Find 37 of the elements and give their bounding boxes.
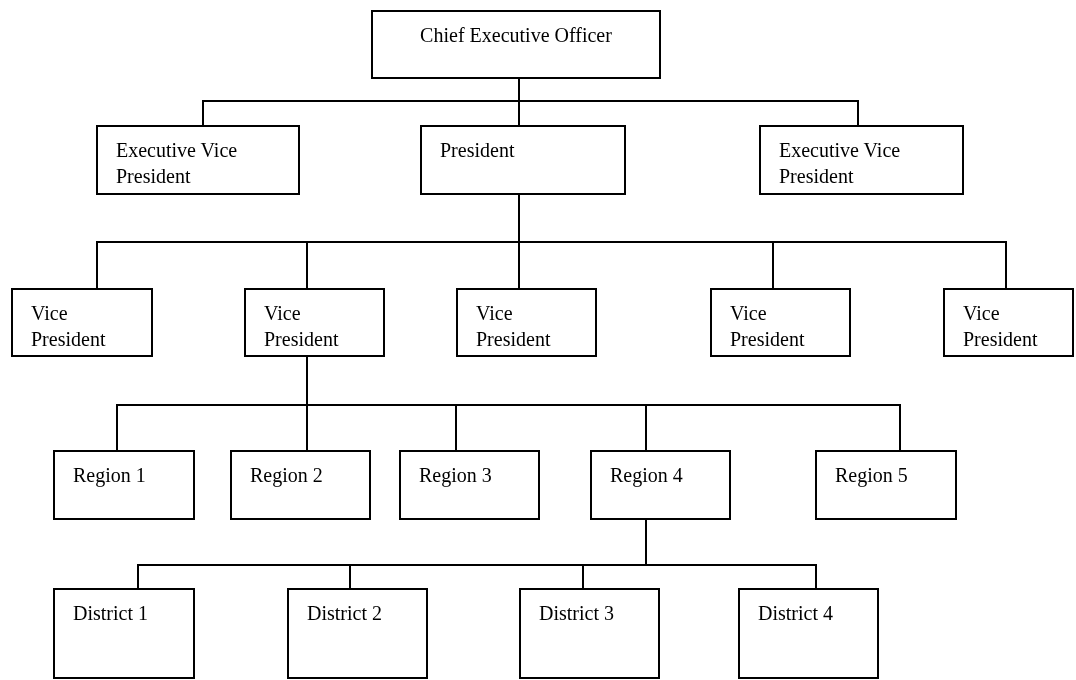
role-title: Region 5 [835,463,908,488]
org-box [420,125,626,195]
role-title: Executive Vice President [779,138,902,189]
role-title: Region 4 [610,463,683,488]
role-title: Vice President [476,301,552,352]
role-title: District 3 [539,601,614,626]
org-box [96,125,300,195]
role-title: Vice President [730,301,806,352]
role-title: Chief Executive Officer [420,23,612,48]
org-box [53,588,195,679]
role-title: Region 2 [250,463,323,488]
role-title: President [440,138,515,163]
org-box [244,288,385,357]
role-title: Vice President [963,301,1039,352]
role-title: Region 1 [73,463,146,488]
role-title: Region 3 [419,463,492,488]
connector-line [645,519,817,589]
org-box [738,588,879,679]
role-title: District 4 [758,601,833,626]
org-box [519,588,660,679]
role-title: District 2 [307,601,382,626]
org-box [710,288,851,357]
role-title: Vice President [31,301,107,352]
org-box [371,10,661,79]
org-box [53,450,195,520]
role-title: Vice President [264,301,340,352]
org-box [287,588,428,679]
role-title: District 1 [73,601,148,626]
role-title: Executive Vice President [116,138,239,189]
org-box [230,450,371,520]
org-box [759,125,964,195]
org-box [815,450,957,520]
org-box [11,288,153,357]
org-box [456,288,597,357]
org-box [399,450,540,520]
org-box [590,450,731,520]
org-box [943,288,1074,357]
